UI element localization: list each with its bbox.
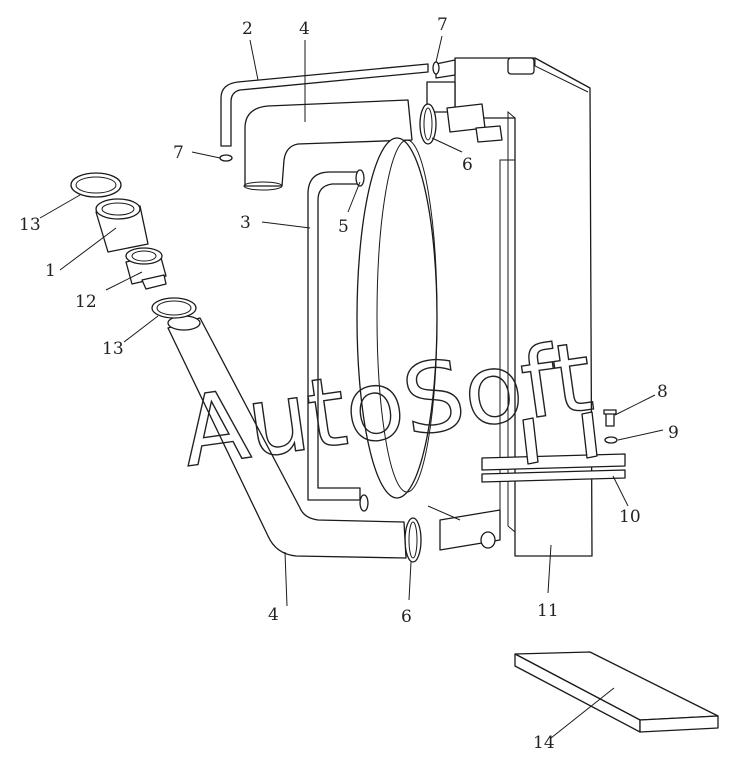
callout-13-middle: 13	[102, 339, 124, 359]
hose-clamp-lower	[404, 517, 422, 563]
callout-6-lower: 6	[401, 607, 412, 627]
callout-2: 2	[242, 19, 253, 39]
callout-4-upper: 4	[299, 19, 310, 39]
lower-hose	[167, 317, 407, 559]
callout-7-left: 7	[173, 143, 184, 163]
o-ring-upper	[432, 61, 440, 75]
small-clamp-top	[355, 169, 365, 187]
mounting-bracket	[481, 411, 626, 483]
callout-10: 10	[619, 507, 641, 527]
upper-hose	[244, 99, 413, 187]
bolt	[603, 409, 617, 427]
leader-lines	[39, 35, 664, 739]
hose-clamp-middle-left	[151, 297, 197, 319]
fan-shroud	[356, 137, 438, 499]
callout-1: 1	[45, 261, 56, 281]
bypass-pipe	[307, 171, 361, 501]
callout-6-upper: 6	[462, 155, 473, 175]
o-ring-left	[219, 154, 233, 162]
coupling-sleeve	[95, 198, 149, 253]
hose-clamp-top-left	[70, 172, 122, 198]
callout-12: 12	[75, 292, 97, 312]
small-clamp-bottom	[359, 494, 369, 512]
radiator-housing	[426, 57, 593, 557]
reducer-fitting	[125, 247, 167, 290]
callout-8: 8	[657, 382, 668, 402]
callout-11: 11	[537, 601, 559, 621]
breather-pipe	[220, 63, 429, 147]
hose-clamp-upper	[419, 103, 437, 145]
callout-9: 9	[668, 423, 679, 443]
callout-3: 3	[240, 213, 251, 233]
callout-13-top: 13	[19, 215, 41, 235]
callout-4-lower: 4	[268, 605, 279, 625]
callout-14: 14	[533, 733, 555, 753]
callout-5: 5	[338, 217, 349, 237]
washer	[604, 436, 618, 444]
callout-7-upper: 7	[437, 15, 448, 35]
